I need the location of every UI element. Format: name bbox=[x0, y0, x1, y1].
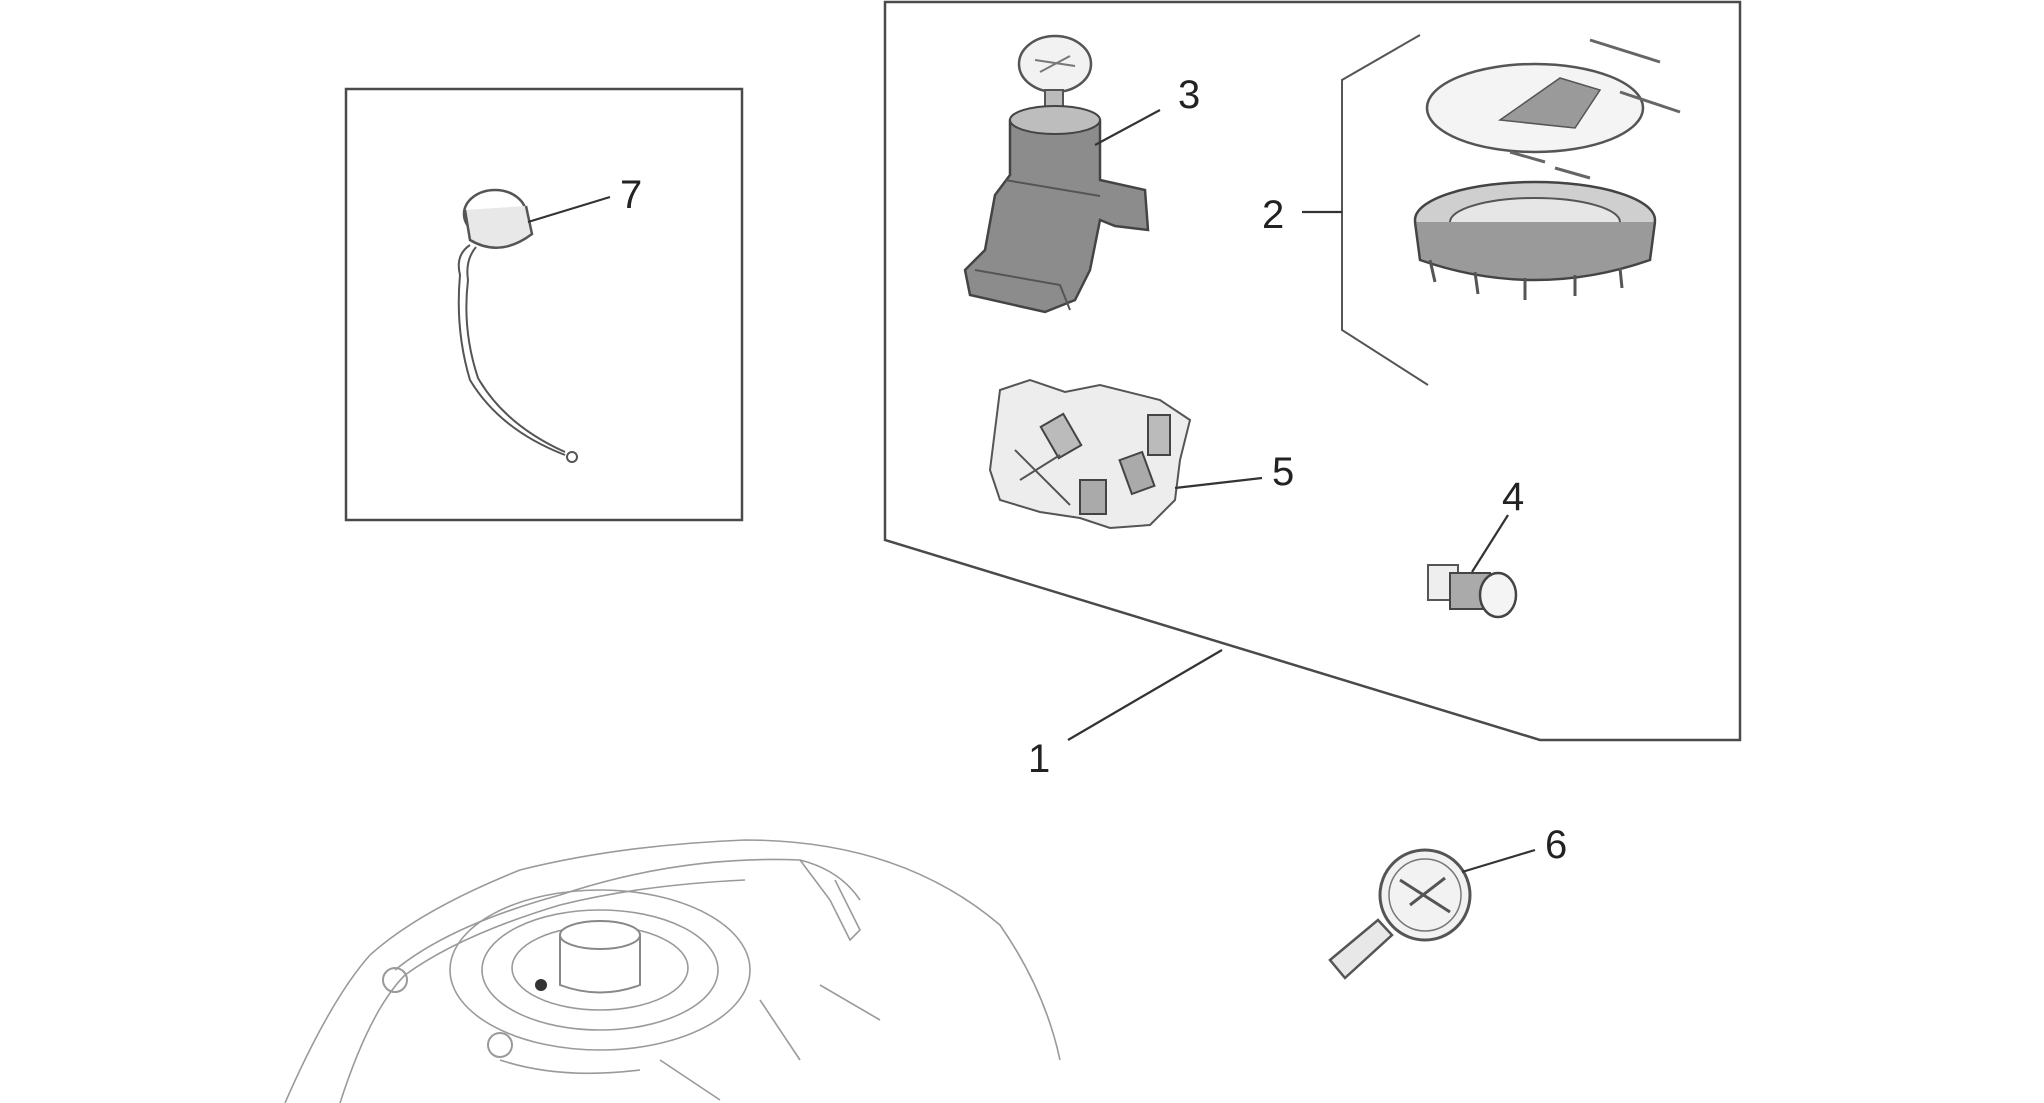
callout-3: 3 bbox=[1178, 73, 1200, 117]
leader-1 bbox=[1067, 649, 1223, 741]
callout-2: 2 bbox=[1262, 193, 1284, 237]
tether-cap-icon bbox=[457, 188, 578, 463]
fuel-tank-outline bbox=[284, 839, 1061, 1103]
leader-7 bbox=[527, 195, 611, 224]
callout-4: 4 bbox=[1502, 475, 1524, 519]
fuel-cap-icon bbox=[1413, 38, 1681, 300]
ignition-switch-icon bbox=[963, 34, 1150, 314]
screw-bag-icon bbox=[988, 378, 1192, 530]
leader-6 bbox=[1461, 848, 1536, 874]
callout-6: 6 bbox=[1545, 823, 1567, 867]
lock-cylinder-icon bbox=[1427, 564, 1518, 619]
lock-set-kit-frame bbox=[883, 0, 1742, 742]
part-7-frame bbox=[344, 87, 744, 522]
part-2-bracket bbox=[1341, 34, 1429, 386]
callout-1: 1 bbox=[1028, 737, 1050, 781]
callout-7: 7 bbox=[620, 173, 642, 217]
leader-3 bbox=[1094, 109, 1161, 146]
key-icon bbox=[1328, 848, 1472, 980]
leader-4 bbox=[1471, 514, 1509, 573]
leader-5 bbox=[1174, 476, 1263, 490]
callout-5: 5 bbox=[1272, 450, 1294, 494]
